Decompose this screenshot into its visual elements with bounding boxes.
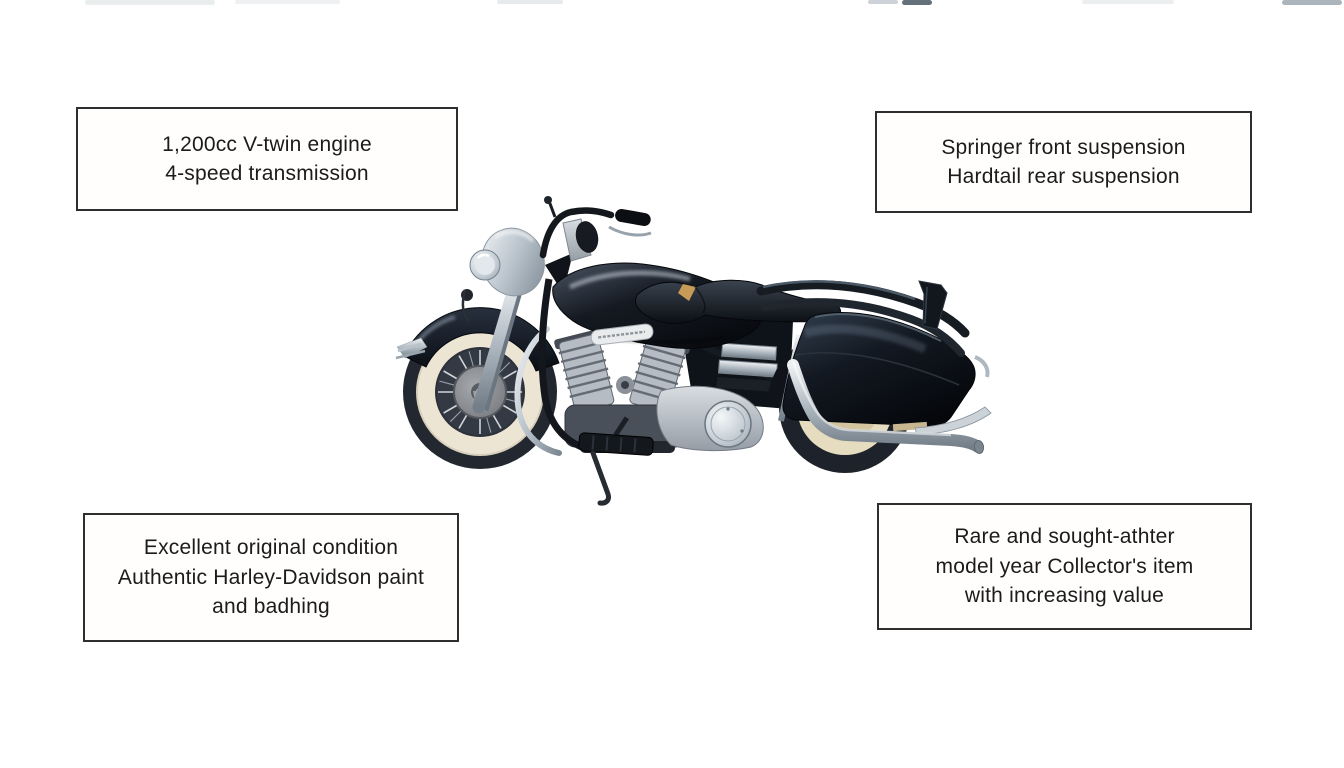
artifact-smudge bbox=[1282, 0, 1342, 5]
handlebars bbox=[539, 196, 652, 262]
artifact-smudge bbox=[235, 0, 340, 4]
callout-condition-notes: Excellent original condition Authentic H… bbox=[83, 513, 459, 642]
callout-suspension-specs: Springer front suspension Hardtail rear … bbox=[875, 111, 1252, 213]
artifact-smudge bbox=[497, 0, 563, 4]
callout-engine-specs: 1,200cc V-twin engine 4-speed transmissi… bbox=[76, 107, 458, 211]
chrome-side-covers bbox=[716, 342, 778, 393]
motorcycle-image bbox=[395, 195, 995, 515]
artifact-smudge bbox=[902, 0, 932, 5]
callout-line: Hardtail rear suspension bbox=[947, 165, 1180, 188]
callout-collectibility-notes: Rare and sought-athter model year Collec… bbox=[877, 503, 1252, 630]
callout-line: 1,200cc V-twin engine bbox=[162, 132, 372, 156]
crash-bar bbox=[514, 278, 589, 456]
saddlebag bbox=[782, 312, 976, 432]
artifact-smudge bbox=[85, 0, 215, 5]
callout-line: Excellent original condition bbox=[143, 536, 399, 560]
kickstand bbox=[590, 450, 611, 506]
seat bbox=[635, 279, 842, 324]
callout-line: Rare and sought-athter bbox=[954, 525, 1175, 549]
tank-badge bbox=[590, 323, 654, 346]
exhaust-pipe bbox=[787, 359, 985, 454]
callout-line: Authentic Harley-Davidson paint bbox=[117, 565, 425, 589]
headlight bbox=[461, 227, 545, 322]
floorboard bbox=[578, 416, 654, 456]
callout-line: 4-speed transmission bbox=[165, 162, 369, 185]
rear-fender-rails bbox=[756, 280, 970, 357]
callout-line: Springer front suspension bbox=[941, 135, 1186, 159]
front-fender bbox=[395, 307, 560, 372]
callout-line: with increasing value bbox=[964, 584, 1165, 608]
artifact-smudge bbox=[1082, 0, 1174, 4]
artifact-smudge bbox=[868, 0, 898, 4]
callout-line: and badhing bbox=[212, 595, 330, 619]
callout-line: model year Collector's item bbox=[935, 554, 1194, 578]
